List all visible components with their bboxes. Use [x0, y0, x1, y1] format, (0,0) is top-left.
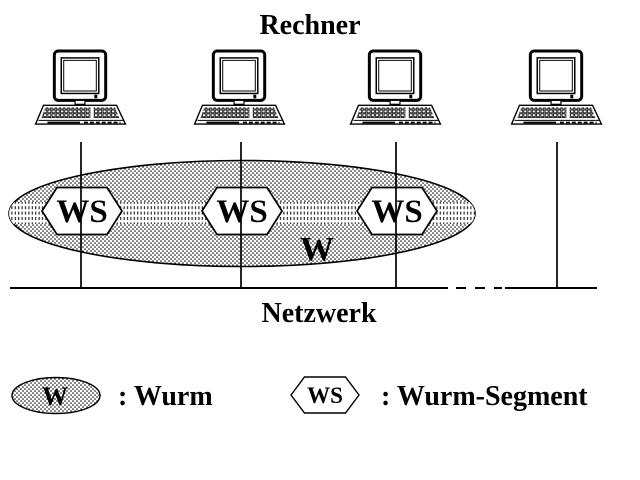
computer-row	[34, 49, 603, 126]
network-drop-lines	[80, 142, 558, 288]
computer-icon	[349, 49, 442, 126]
worm-segments	[40, 186, 439, 236]
legend-worm-text: : Wurm	[118, 381, 213, 412]
worm-segment-label: WS	[216, 194, 267, 230]
computer-icon	[193, 49, 286, 126]
legend-segment-symbol	[290, 376, 360, 414]
computer-icon	[510, 49, 603, 126]
legend: W : Wurm WS : Wurm-Segment	[11, 376, 588, 415]
worm-label: W	[300, 231, 334, 268]
legend-segment-symbol-label: WS	[307, 383, 343, 408]
worm-segment-hexagon	[40, 186, 124, 236]
worm-segment-hexagon	[355, 186, 439, 236]
legend-segment-text: : Wurm-Segment	[381, 381, 588, 412]
worm-segment-labels: WS WS WS	[56, 194, 422, 230]
worm-segment-label: WS	[371, 194, 422, 230]
legend-worm-symbol	[11, 376, 101, 415]
computer-icon	[34, 49, 127, 126]
worm-segment-label: WS	[56, 194, 107, 230]
diagram-title: Rechner	[259, 10, 360, 41]
network-label: Netzwerk	[261, 298, 376, 329]
worm-segment-hexagon	[200, 186, 284, 236]
legend-worm-symbol-label: W	[42, 382, 68, 411]
